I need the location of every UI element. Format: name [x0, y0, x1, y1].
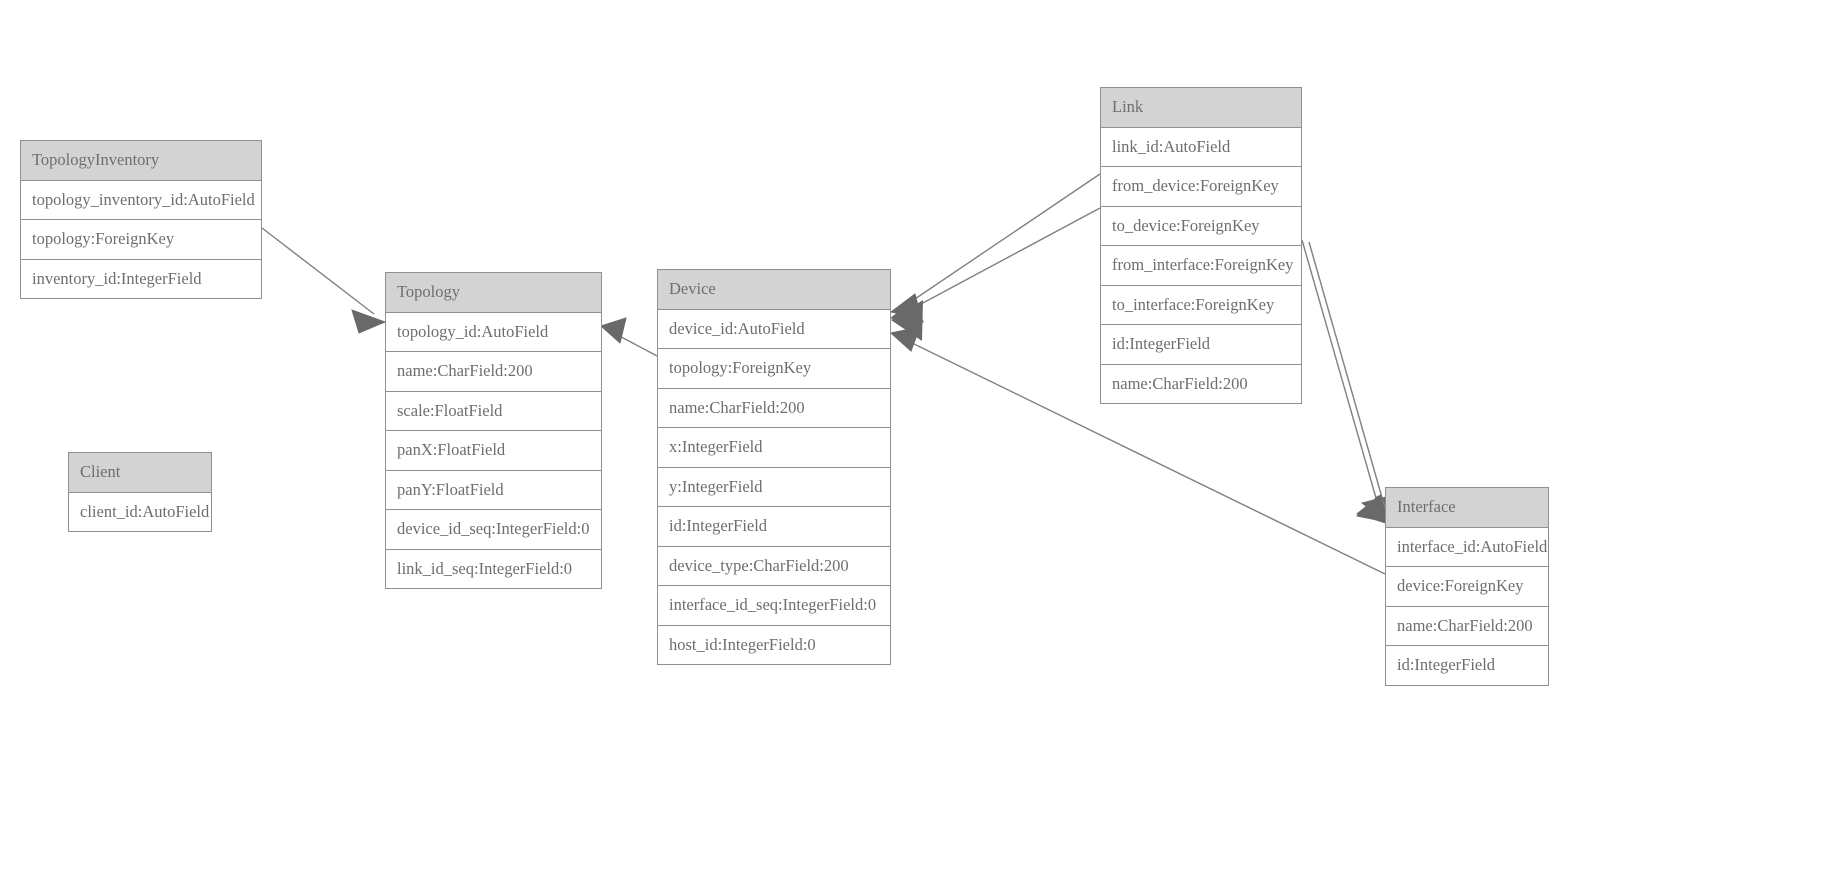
entity-field-row: panX:FloatField — [386, 431, 601, 471]
entity-field-row: device_id_seq:IntegerField:0 — [386, 510, 601, 550]
entity-title-device: Device — [658, 270, 890, 310]
entity-field-row: to_device:ForeignKey — [1101, 206, 1301, 246]
entity-field-row: topology:ForeignKey — [21, 220, 261, 260]
entity-title-link: Link — [1101, 88, 1301, 128]
entity-field-row: to_interface:ForeignKey — [1101, 285, 1301, 325]
entity-field-row: name:CharField:200 — [1386, 606, 1548, 646]
entity-title-interface: Interface — [1386, 488, 1548, 528]
arrowhead-cluster-interface — [1356, 494, 1387, 524]
entity-title-topology_inventory: TopologyInventory — [21, 141, 261, 181]
entity-field-row: topology:ForeignKey — [658, 349, 890, 389]
entity-title-topology: Topology — [386, 273, 601, 313]
entity-field-row: client_id:AutoField — [69, 492, 211, 531]
entity-field-row: name:CharField:200 — [386, 352, 601, 392]
entity-field-row: from_interface:ForeignKey — [1101, 246, 1301, 286]
relation-link-todevice-device[interactable] — [889, 207, 1101, 323]
entity-field-row: name:CharField:200 — [1101, 364, 1301, 403]
entity-field-row: topology_id:AutoField — [386, 312, 601, 352]
entity-field-row: name:CharField:200 — [658, 388, 890, 428]
entity-field-row: id:IntegerField — [658, 507, 890, 547]
entity-field-row: from_device:ForeignKey — [1101, 167, 1301, 207]
entity-field-row: panY:FloatField — [386, 470, 601, 510]
entity-field-row: interface_id_seq:IntegerField:0 — [658, 586, 890, 626]
entity-field-row: id:IntegerField — [1386, 646, 1548, 685]
relation-link-fromdevice-device[interactable] — [889, 173, 1101, 319]
entity-title-client: Client — [69, 453, 211, 493]
entity-field-row: device:ForeignKey — [1386, 567, 1548, 607]
entity-field-row: host_id:IntegerField:0 — [658, 625, 890, 664]
entity-field-row: x:IntegerField — [658, 428, 890, 468]
entity-field-row: inventory_id:IntegerField — [21, 259, 261, 298]
entity-field-row: id:IntegerField — [1101, 325, 1301, 365]
relation-link-tointerface-interface[interactable] — [1308, 241, 1388, 523]
entity-field-row: device_id:AutoField — [658, 309, 890, 349]
entity-field-row: topology_inventory_id:AutoField — [21, 180, 261, 220]
entity-field-row: y:IntegerField — [658, 467, 890, 507]
relation-device-topology[interactable] — [600, 317, 658, 357]
relation-link-frominterface-interface[interactable] — [1301, 239, 1387, 522]
relation-topologyinventory-topology[interactable] — [261, 227, 387, 334]
entity-field-row: link_id_seq:IntegerField:0 — [386, 549, 601, 588]
entity-field-row: interface_id:AutoField — [1386, 527, 1548, 567]
entity-field-row: link_id:AutoField — [1101, 127, 1301, 167]
entity-field-row: device_type:CharField:200 — [658, 546, 890, 586]
entity-field-row: scale:FloatField — [386, 391, 601, 431]
arrowhead-cluster-device — [891, 300, 923, 341]
